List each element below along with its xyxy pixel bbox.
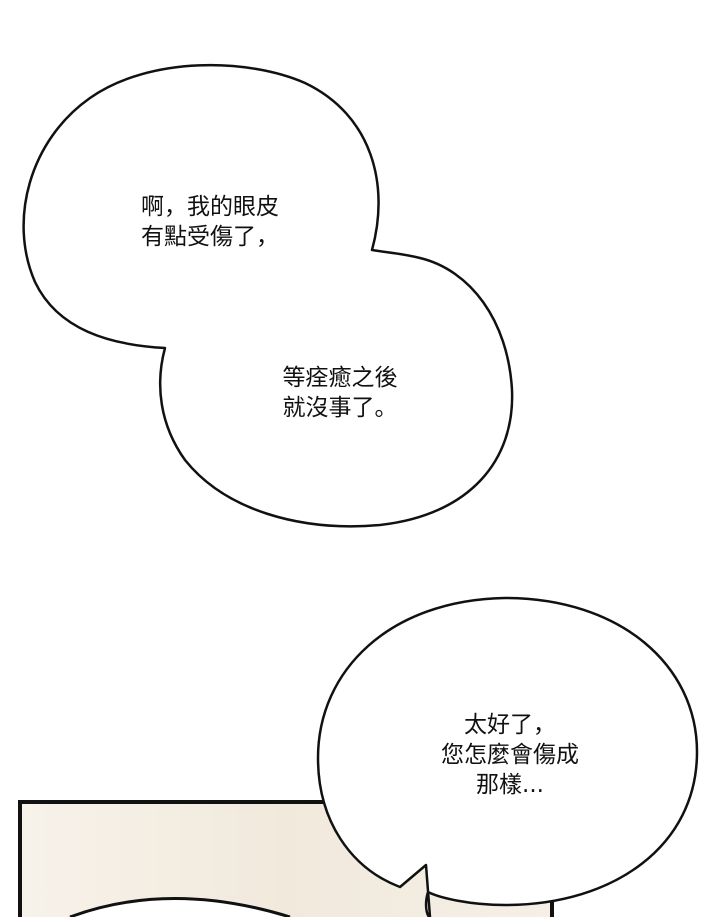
- panel-figure-outline: [69, 897, 291, 917]
- bubble-2-line-1: 等痊癒之後: [282, 365, 398, 391]
- bubble-1-line-2: 有點受傷了，: [141, 224, 279, 250]
- speech-bubble-single: [316, 596, 699, 917]
- bubble-3-line-2: 您怎麼會傷成: [441, 742, 579, 768]
- speech-bubble-double: [22, 63, 514, 528]
- bubble-1-line-1: 啊，我的眼皮: [141, 194, 279, 220]
- bubble-2-line-2: 就沒事了。: [282, 395, 398, 421]
- speech-bubble-2-text: 等痊癒之後 就沒事了。: [283, 363, 398, 423]
- bubble-3-line-3: 那樣...: [476, 772, 544, 798]
- speech-bubble-3-text: 太好了， 您怎麼會傷成 那樣...: [441, 710, 579, 800]
- speech-bubble-1-text: 啊，我的眼皮 有點受傷了，: [141, 192, 279, 252]
- bubble-3-line-1: 太好了，: [464, 712, 556, 738]
